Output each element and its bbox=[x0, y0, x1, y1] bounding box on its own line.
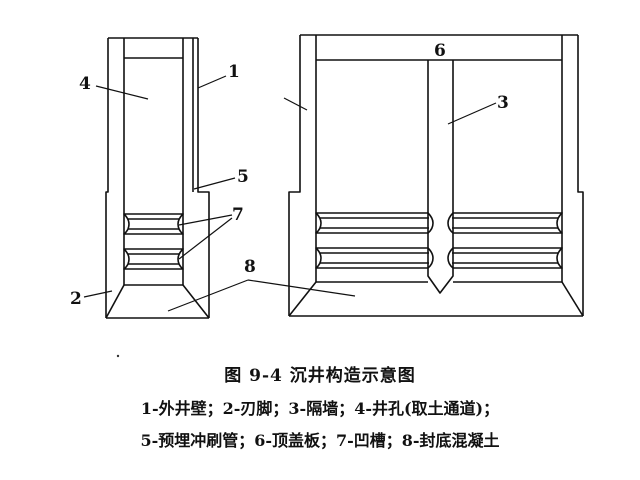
right-cutting-edge-right bbox=[561, 281, 584, 317]
right-groove-left-lower bbox=[315, 247, 434, 269]
left-outer-wall-left bbox=[105, 38, 109, 318]
leader-5 bbox=[193, 177, 236, 190]
leader-4 bbox=[95, 85, 149, 100]
callout-8: 8 bbox=[244, 257, 256, 277]
leader-2 bbox=[83, 290, 113, 298]
left-cutting-edge-right bbox=[182, 284, 210, 319]
caisson-structure-diagram: 1 2 3 4 5 6 7 8 bbox=[70, 34, 584, 358]
callout-2: 2 bbox=[70, 289, 82, 309]
callout-labels: 1 2 3 4 5 6 7 8 bbox=[70, 41, 509, 309]
right-outer-wall-right bbox=[577, 35, 584, 316]
leader-8-a bbox=[167, 279, 249, 312]
leader-lines bbox=[83, 75, 497, 312]
callout-3: 3 bbox=[497, 93, 509, 113]
right-cutting-edge-left bbox=[288, 281, 317, 317]
left-outer-wall-right bbox=[197, 38, 210, 318]
right-groove-left-upper bbox=[315, 212, 434, 234]
leader-7-a bbox=[178, 214, 233, 226]
right-groove-right-lower bbox=[447, 247, 563, 269]
left-groove-lower bbox=[123, 248, 184, 270]
callout-4: 4 bbox=[79, 74, 91, 94]
right-groove-right-upper bbox=[447, 212, 563, 234]
leader-right-wall bbox=[283, 97, 308, 111]
left-groove-upper bbox=[123, 213, 184, 235]
legend-line-2: 5-预埋冲刷管；6-顶盖板；7-凹槽；8-封底混凝土 bbox=[140, 431, 500, 450]
partition-wall bbox=[427, 60, 454, 294]
legend-line-1: 1-外井壁；2-刃脚；3-隔墙；4-井孔(取土通道)； bbox=[140, 399, 500, 418]
leader-7-b bbox=[178, 217, 233, 260]
right-caisson bbox=[288, 34, 584, 317]
callout-6: 6 bbox=[434, 41, 446, 61]
scan-dot bbox=[116, 354, 120, 358]
leader-1 bbox=[197, 75, 227, 89]
leader-3 bbox=[447, 102, 497, 125]
callout-1: 1 bbox=[228, 62, 240, 82]
callout-5: 5 bbox=[237, 167, 249, 187]
callout-7: 7 bbox=[232, 205, 244, 225]
right-outer-wall-left bbox=[288, 35, 301, 316]
left-cutting-edge-left bbox=[105, 284, 125, 319]
leader-8-b bbox=[247, 279, 356, 297]
figure-title: 图 9-4 沉井构造示意图 bbox=[224, 366, 416, 386]
left-caisson bbox=[105, 37, 210, 319]
